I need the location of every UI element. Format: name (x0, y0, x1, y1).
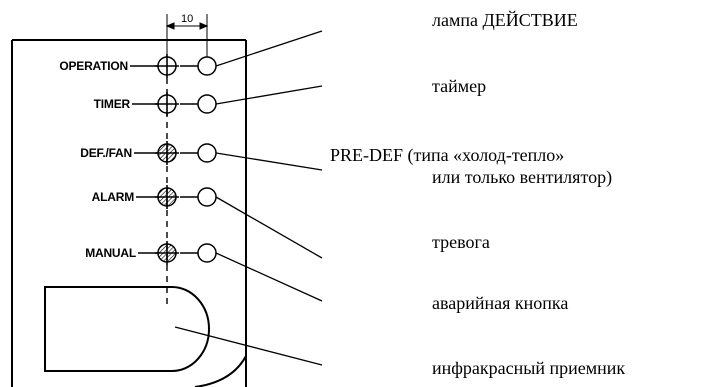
panel-outline (11, 39, 247, 387)
leader-operation (215, 30, 323, 67)
leader-def-fan (215, 152, 323, 171)
led-circle-icon (197, 143, 217, 163)
callout-timer: таймер (432, 76, 487, 96)
leader-receiver (174, 326, 323, 366)
indicator-row: TIMER (94, 92, 217, 116)
indicator-label: DEF./FAN (80, 146, 132, 160)
callout-operation-lamp: лампа ДЕЙСТВИЕ (432, 10, 578, 30)
indicator-row: DEF./FAN (80, 141, 217, 165)
led-circle-icon (197, 94, 217, 114)
indicator-row: MANUAL (85, 241, 217, 265)
led-circle-icon (197, 243, 217, 263)
indicator-label: OPERATION (59, 59, 128, 73)
leader-timer (215, 85, 323, 105)
dimension-label: 10 (181, 13, 193, 25)
callout-alarm: тревога (432, 232, 490, 252)
indicator-row: OPERATION (59, 54, 217, 78)
leader-manual (215, 252, 323, 302)
indicator-label: MANUAL (85, 246, 136, 260)
callout-predef-line1: PRE-DEF (типа «холод-тепло» (330, 145, 565, 165)
panel-bottom-arc (194, 355, 247, 387)
indicator-label: ALARM (92, 190, 135, 204)
leader-lines (174, 30, 323, 366)
leader-alarm (215, 196, 323, 259)
callout-infrared-receiver: инфракрасный приемник (432, 358, 626, 378)
callout-predef-line2: или только вентилятор) (432, 167, 613, 187)
callout-manual-button: аварийная кнопка (432, 293, 569, 313)
led-circle-icon (197, 187, 217, 207)
infrared-receiver-window (44, 286, 210, 372)
led-circle-icon (197, 56, 217, 76)
indicator-label: TIMER (94, 97, 131, 111)
indicator-row: ALARM (92, 185, 217, 209)
